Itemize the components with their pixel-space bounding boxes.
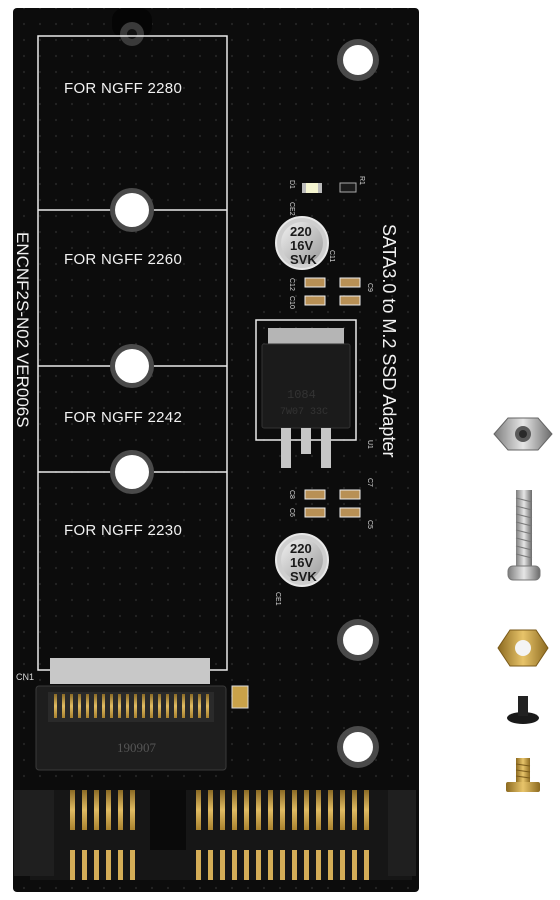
resistor-r1 — [339, 182, 357, 193]
hex-standoff-brass — [497, 629, 549, 667]
slot-label-2260: FOR NGFF 2260 — [64, 251, 182, 268]
capacitor-ce1: 220 16V SVK — [275, 533, 329, 587]
ref-d1: D1 — [288, 180, 295, 189]
ref-c12: C12 — [288, 278, 295, 291]
m2-connector: 190907 — [35, 658, 227, 771]
svg-text:220: 220 — [290, 541, 312, 556]
svg-text:190907: 190907 — [117, 740, 157, 755]
slot-label-2280: FOR NGFF 2280 — [64, 80, 182, 97]
ref-c5: C5 — [366, 520, 373, 529]
capacitor-ce2: 220 16V SVK — [275, 216, 329, 270]
led-d1 — [302, 183, 322, 193]
svg-text:16V: 16V — [290, 555, 313, 570]
svg-text:7W07 33C: 7W07 33C — [280, 407, 328, 418]
sata-connector — [14, 790, 416, 880]
smd-capacitors-upper — [304, 277, 361, 306]
ref-c9: C9 — [366, 283, 373, 292]
hex-nut-steel — [493, 417, 553, 451]
brass-standoff-screw — [506, 758, 540, 792]
ref-c10: C10 — [288, 296, 295, 309]
slot-label-2230: FOR NGFF 2230 — [64, 522, 182, 539]
ref-c11: C11 — [328, 250, 335, 262]
ref-ce2: CE2 — [288, 202, 295, 216]
svg-text:SVK: SVK — [290, 569, 317, 584]
smd-resistor-near-connector — [231, 685, 249, 709]
ref-u1: U1 — [366, 440, 373, 449]
black-screw — [507, 696, 539, 724]
ref-r1: R1 — [358, 176, 365, 185]
ref-c6: C6 — [288, 508, 295, 517]
standoff-holes — [110, 39, 379, 768]
slot-label-2242: FOR NGFF 2242 — [64, 409, 182, 426]
svg-text:1084: 1084 — [287, 388, 316, 402]
board-title: SATA3.0 to M.2 SSD Adapter — [379, 224, 399, 457]
model-code: ENCNF2S-N02 VER006S — [13, 232, 32, 428]
svg-text:SVK: SVK — [290, 252, 317, 267]
mounting-screw — [507, 490, 541, 581]
ref-ce1: CE1 — [274, 592, 281, 606]
smd-capacitors-lower — [304, 489, 361, 518]
voltage-regulator-u1: 1084 7W07 33C — [255, 319, 357, 468]
ref-c8: C8 — [288, 490, 295, 499]
ref-c7: C7 — [366, 478, 373, 487]
svg-text:220: 220 — [290, 224, 312, 239]
svg-text:16V: 16V — [290, 238, 313, 253]
connector-label: CN1 — [16, 672, 34, 682]
